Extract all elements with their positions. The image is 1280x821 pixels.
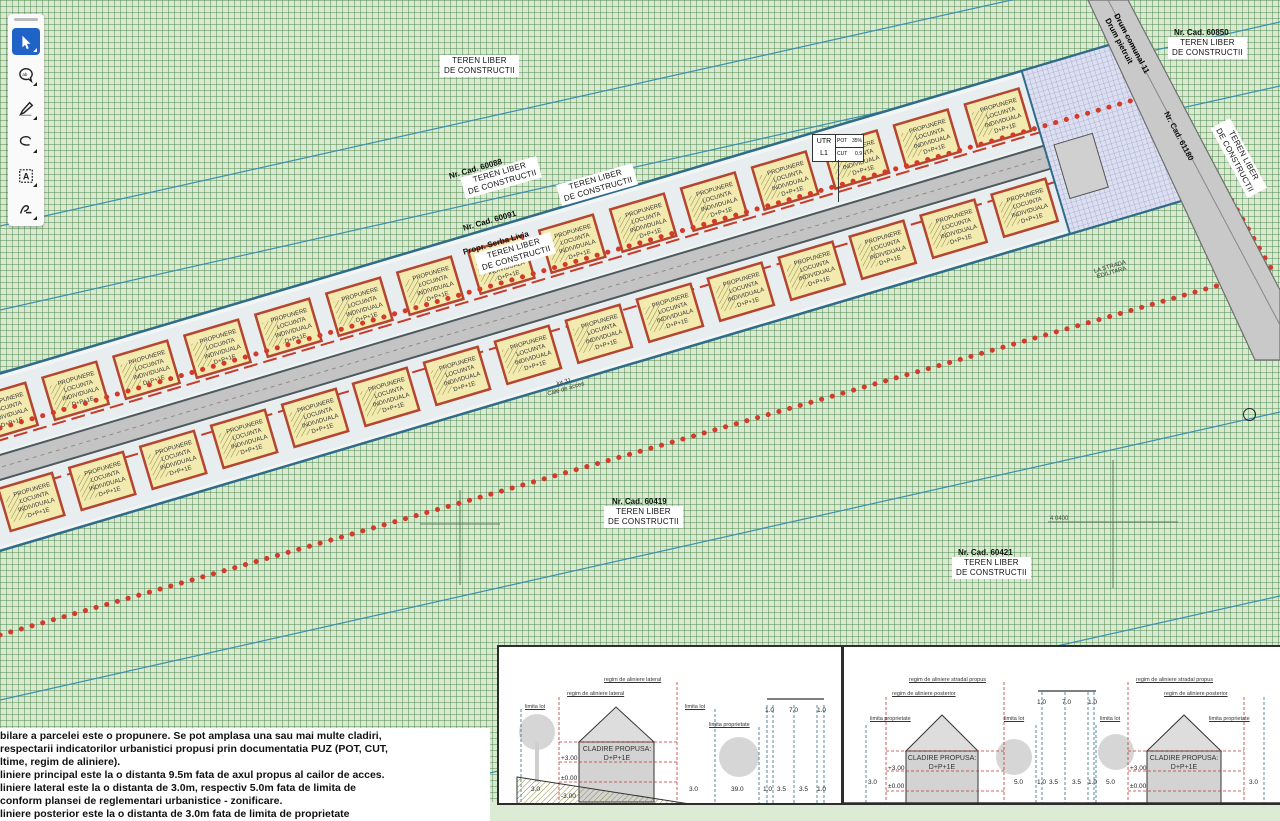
north-marker-icon [1243, 408, 1256, 421]
dim-label: 3.0 [689, 786, 699, 793]
lot-building-footprint [0, 381, 40, 443]
building-label-left: CLADIRE PROPUSA:D+P+1E [907, 755, 977, 771]
utr-leader [838, 160, 839, 202]
lasso-tool-button[interactable] [12, 129, 40, 157]
building-label-right: CLADIRE PROPUSA:D+P+1E [1149, 755, 1219, 771]
select-tool-button[interactable] [12, 27, 40, 56]
section-left-drawing [516, 682, 825, 803]
label-limita-lot: limita lot [525, 704, 546, 710]
dim-label: 7.0 [1062, 699, 1072, 706]
dim-label: 1.0 [765, 707, 775, 714]
text-box-icon: A [19, 168, 33, 183]
label-regim-posterior-left: regim de aliniere posterior [892, 691, 956, 697]
comment-tool-button[interactable]: ab [12, 61, 40, 89]
dim-label: 1.0 [1088, 779, 1098, 786]
level-label: ±0.00 [1130, 783, 1147, 790]
label-regim-lateral: regim de aliniere lateral [567, 691, 625, 697]
pen-tool-button[interactable] [12, 95, 40, 123]
pen-icon [18, 101, 34, 116]
dim-label: 5.0 [1106, 779, 1116, 786]
level-label: ±0.00 [888, 783, 905, 790]
dim-label: 1.0 [1037, 779, 1047, 786]
dim-label: 3.5 [799, 786, 809, 793]
cursor-arrow-icon [22, 35, 31, 49]
dim-label: 39.0 [731, 786, 744, 793]
label-limita-proprietate-left: limita proprietate [870, 716, 911, 722]
dim-label: 1.0 [817, 707, 827, 714]
dim-label: 1.0 [1037, 699, 1047, 706]
cross-section-left: regim de aliniere lateral regim de alini… [497, 645, 843, 805]
dim-label: 3.5 [777, 786, 787, 793]
label-regim-lateral-top: regim de aliniere lateral [604, 677, 662, 683]
svg-text:ab: ab [22, 72, 28, 77]
dim-label: 1.0 [1088, 699, 1098, 706]
signature-icon [19, 205, 32, 214]
level-label: +3.00 [561, 755, 578, 762]
label-regim-strada-left: regim de aliniere stradal propus [909, 677, 987, 683]
note-line: ltime, regim de aliniere). [0, 756, 121, 768]
note-line: bilare a parcelei este o propunere. Se p… [0, 730, 382, 742]
lots-layer: PROPUNERELOCUINTAINDIVIDUALAD+P+1EPROPUN… [0, 86, 1060, 533]
building-label: CLADIRE PROPUSA:D+P+1E [582, 746, 652, 762]
svg-text:A: A [23, 171, 30, 181]
speech-bubble-icon: ab [19, 68, 33, 84]
label-limita-proprietate-right: limita proprietate [1209, 716, 1250, 722]
dim-label: 7.0 [789, 707, 799, 714]
label-limita-lot-2: limita lot [685, 704, 706, 710]
section-right-drawing [844, 682, 1280, 803]
dim-label: 5.0 [1014, 779, 1024, 786]
level-label: +3.00 [1130, 765, 1147, 772]
dim-label: 1.0 [817, 786, 827, 793]
annotation-toolbar: ab A [8, 14, 44, 226]
note-line: liniere principal este la o distanta 9.5… [0, 769, 385, 781]
level-label: +3.00 [888, 765, 905, 772]
label-limita-proprietate: limita proprietate [709, 722, 750, 728]
crosshairs [420, 460, 1178, 588]
dim-label: 3.0 [1249, 779, 1259, 786]
signature-tool-button[interactable] [12, 196, 40, 224]
regulations-notes: bilare a parcelei este o propunere. Se p… [0, 728, 490, 821]
dim-label: 3.5 [1072, 779, 1082, 786]
lasso-icon [19, 136, 32, 146]
coord-label: 4 0400 [1050, 516, 1069, 522]
label-regim-posterior-right: regim de aliniere posterior [1164, 691, 1228, 697]
road-dc11 [1087, 0, 1280, 361]
toolbar-grip[interactable] [14, 18, 38, 21]
note-line: respectarii indicatorilor urbanistici pr… [0, 743, 388, 755]
level-label: ±0.00 [561, 775, 578, 782]
note-line: liniere lateral este la o distanta de 3.… [0, 782, 356, 794]
dim-label: 3.5 [1049, 779, 1059, 786]
dim-label: 3.0 [531, 786, 541, 793]
note-line: liniere posterior este la o distanta de … [0, 808, 350, 820]
dim-label: 3.0 [868, 779, 878, 786]
label-limita-lot-left: limita lot [1004, 716, 1025, 722]
label-regim-strada-right: regim de aliniere stradal propus [1136, 677, 1214, 683]
text-box-tool-button[interactable]: A [12, 162, 40, 190]
cross-section-right: regim de aliniere stradal propus regim d… [842, 645, 1280, 805]
label-limita-lot-right: limita lot [1100, 716, 1121, 722]
dim-label: 1.0 [763, 786, 773, 793]
level-label: -3.00 [561, 793, 576, 800]
site-plan: PROPUNERELOCUINTAINDIVIDUALAD+P+1EPROPUN… [0, 0, 1280, 802]
